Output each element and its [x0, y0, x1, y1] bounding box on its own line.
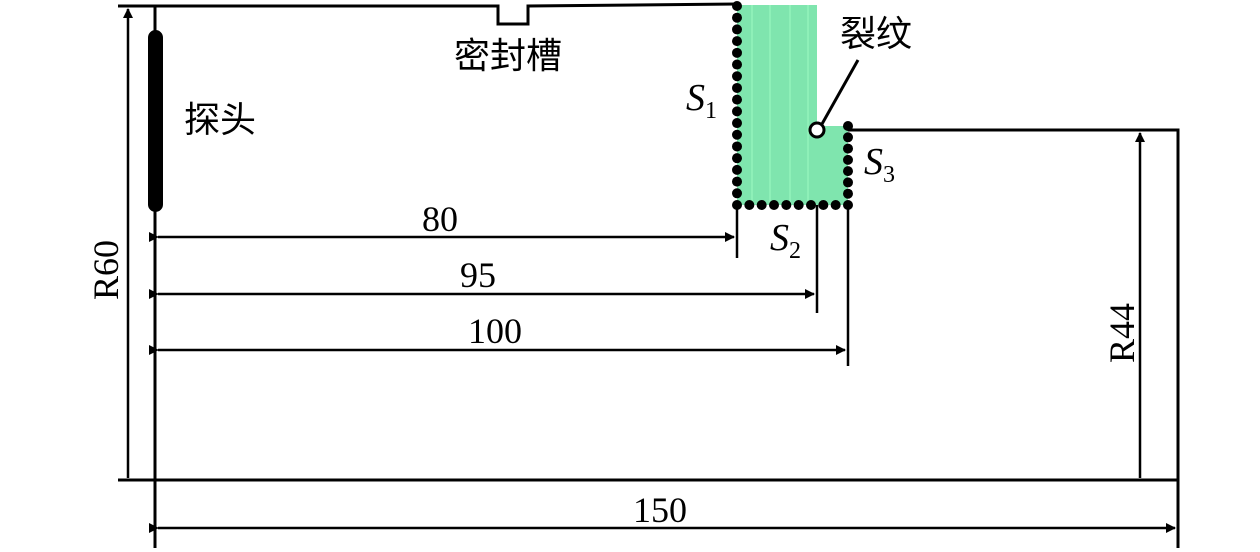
s1-node — [732, 176, 742, 187]
crack-region — [737, 5, 848, 205]
s1-node — [732, 118, 742, 129]
crack-marker — [808, 59, 860, 139]
s2-node — [830, 200, 841, 210]
s1-node — [732, 94, 742, 105]
s1-node — [732, 188, 742, 199]
s1-node — [732, 36, 742, 47]
dim-label-150: 150 — [633, 490, 687, 530]
s1-node — [732, 71, 742, 82]
s2-node — [769, 200, 779, 210]
s1-node — [732, 164, 742, 175]
probe-label: 探头 — [184, 100, 256, 141]
s1-label: S1 — [686, 77, 717, 124]
r44-label: R44 — [1102, 303, 1142, 363]
s3-label: S3 — [864, 141, 895, 188]
s1-node — [732, 24, 742, 35]
s3-node — [843, 166, 853, 177]
s2-node — [781, 200, 792, 210]
s1-node — [732, 153, 742, 164]
dim-label-100: 100 — [468, 311, 522, 351]
part-outline — [118, 2, 1180, 548]
s3-node — [843, 121, 853, 131]
probe-shape — [148, 30, 163, 212]
r60-label: R60 — [86, 240, 126, 300]
extension-lines — [735, 205, 850, 366]
dim-label-95: 95 — [460, 255, 496, 295]
s2-node — [756, 200, 767, 210]
seal-groove-label: 密封槽 — [454, 36, 562, 77]
s1-node — [732, 141, 742, 152]
s1-node — [732, 59, 742, 70]
crack-label: 裂纹 — [840, 14, 912, 55]
s3-node — [843, 132, 853, 143]
s1-node — [732, 106, 742, 117]
s3-node — [843, 177, 853, 188]
boundary-nodes — [732, 1, 853, 210]
s3-node — [843, 188, 853, 199]
s2-node — [806, 200, 816, 210]
s1-node — [732, 82, 742, 93]
s3-node — [843, 154, 853, 165]
s2-node — [818, 200, 829, 210]
s2-node — [793, 200, 804, 210]
s1-node — [732, 1, 742, 11]
dim-label-80: 80 — [422, 199, 458, 239]
s1-node — [732, 47, 742, 58]
s3-node — [843, 143, 853, 154]
s1-node — [732, 129, 742, 140]
s1-node — [732, 12, 742, 23]
s2-node — [744, 200, 755, 210]
dimension-lines — [123, 8, 1176, 533]
s2-label: S2 — [770, 217, 801, 264]
